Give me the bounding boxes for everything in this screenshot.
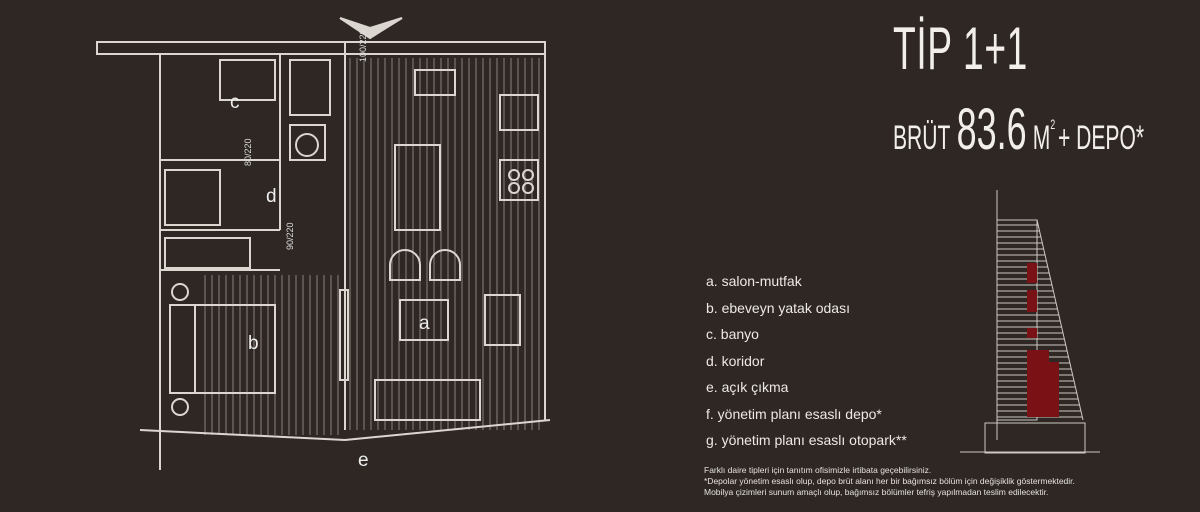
room-label-a: a — [419, 313, 430, 334]
area-prefix: BRÜT — [893, 119, 951, 157]
legend-item: e. açık çıkma — [706, 379, 789, 395]
room-legend: a. salon-mutfak b. ebeveyn yatak odası c… — [706, 272, 907, 458]
room-label-c: c — [230, 92, 240, 113]
footnotes: Farklı daire tipleri için tanıtım ofisim… — [704, 465, 1075, 498]
walls — [96, 17, 551, 470]
area-unit: M — [1032, 119, 1051, 157]
door-dim-bath: 80/220 — [243, 138, 253, 166]
legend-item: g. yönetim planı esaslı otopark** — [706, 432, 907, 448]
room-label-b: b — [248, 333, 259, 354]
legend-item: c. banyo — [706, 326, 759, 342]
legend-item: f. yönetim planı esaslı depo* — [706, 405, 882, 422]
footnote: Farklı daire tipleri için tanıtım ofisim… — [704, 465, 932, 475]
legend-item: a. salon-mutfak — [706, 273, 802, 289]
door-dim-bedroom: 90/220 — [285, 222, 295, 250]
area-suffix: + DEPO* — [1057, 119, 1145, 157]
legend-item: b. ebeveyn yatak odası — [706, 299, 850, 316]
area-unit-sup: 2 — [1050, 116, 1056, 132]
area-value: 83.6 — [956, 97, 1027, 162]
page-title: TİP 1+1 — [893, 15, 1028, 82]
footnote: Mobilya çizimleri sunum amaçlı olup, bağ… — [704, 487, 1049, 497]
room-label-e: e — [358, 450, 369, 471]
footnote: *Depolar yönetim esaslı olup, depo brüt … — [704, 476, 1075, 486]
tower-elevation — [960, 190, 1100, 454]
door-dim-entry: 100/220 — [358, 29, 368, 62]
legend-item: d. koridor — [706, 352, 765, 369]
room-label-d: d — [266, 186, 277, 207]
